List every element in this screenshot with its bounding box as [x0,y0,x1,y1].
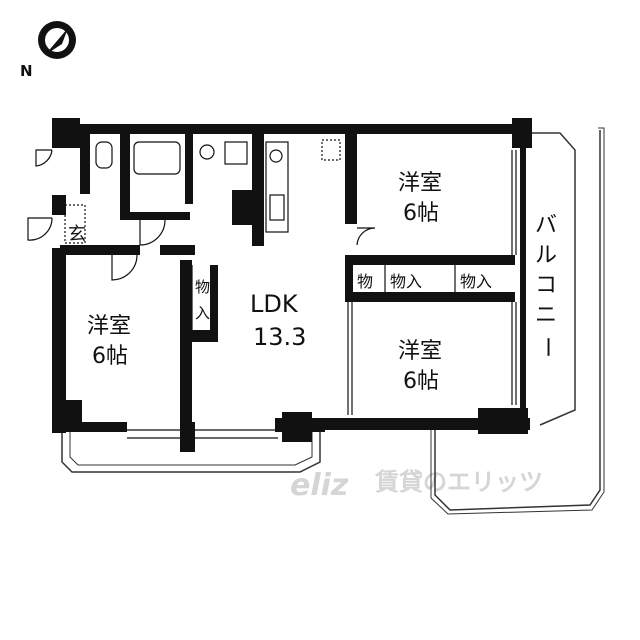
bedroom-mid-right-name: 洋室 [398,339,442,364]
walls [52,118,532,452]
bedroom-top-right-size: 6帖 [403,201,439,226]
shoe-cabinet-icon [64,204,86,244]
washing-machine-icon [224,141,248,165]
bedroom-top-door-icon [356,227,376,246]
balcony-label: バ ル コ ニ ー [534,213,559,358]
watermark-logo: eliz [290,468,349,503]
watermark: eliz 賃貸のエリッツ [290,468,543,503]
washbasin-icon [199,144,215,160]
closet-left-char-2: 入 [195,304,210,322]
compass: N [20,21,76,80]
fixtures [64,139,341,244]
north-label: N [20,62,33,80]
closet-left-char-1: 物 [195,278,210,296]
hall-door-icon [27,217,53,241]
balcony-char-5: ー [534,336,559,358]
balcony-outline [61,127,605,515]
balcony-char-1: バ [535,213,557,238]
ldk-name: LDK [250,290,299,318]
bedroom-left-name: 洋室 [87,314,131,339]
room-labels: 洋室 6帖 洋室 6帖 洋室 6帖 LDK 13.3 玄 [68,171,442,394]
sink-icon [269,194,285,221]
bath-door-icon [139,219,166,246]
closet-mid-label: 物入 [390,272,422,291]
entrance-label: 玄 [68,224,86,245]
bedroom-left-door-icon [111,254,138,281]
kitchen-counter-icon [265,141,289,233]
bedroom-left-size: 6帖 [92,344,128,369]
closet-mid-small-label: 物 [357,272,373,291]
fridge-space-icon [321,139,341,161]
bedroom-top-right-name: 洋室 [398,171,442,196]
compass-arrow-icon [45,28,68,55]
entrance-door-icon [35,149,53,167]
doors [27,149,376,281]
stove-icon [269,149,283,163]
bathtub-icon [133,141,181,175]
toilet-icon [95,141,113,169]
balcony-char-2: ル [535,243,557,268]
balcony-char-3: コ [535,273,557,298]
bedroom-mid-right-size: 6帖 [403,369,439,394]
closet-right-label: 物入 [460,272,492,291]
balcony-char-4: ニ [535,303,557,328]
ldk-size: 13.3 [253,323,306,351]
watermark-text: 賃貸のエリッツ [374,468,543,496]
windows [127,150,517,439]
storage-labels: 物 入 物 物入 物入 [195,272,492,322]
